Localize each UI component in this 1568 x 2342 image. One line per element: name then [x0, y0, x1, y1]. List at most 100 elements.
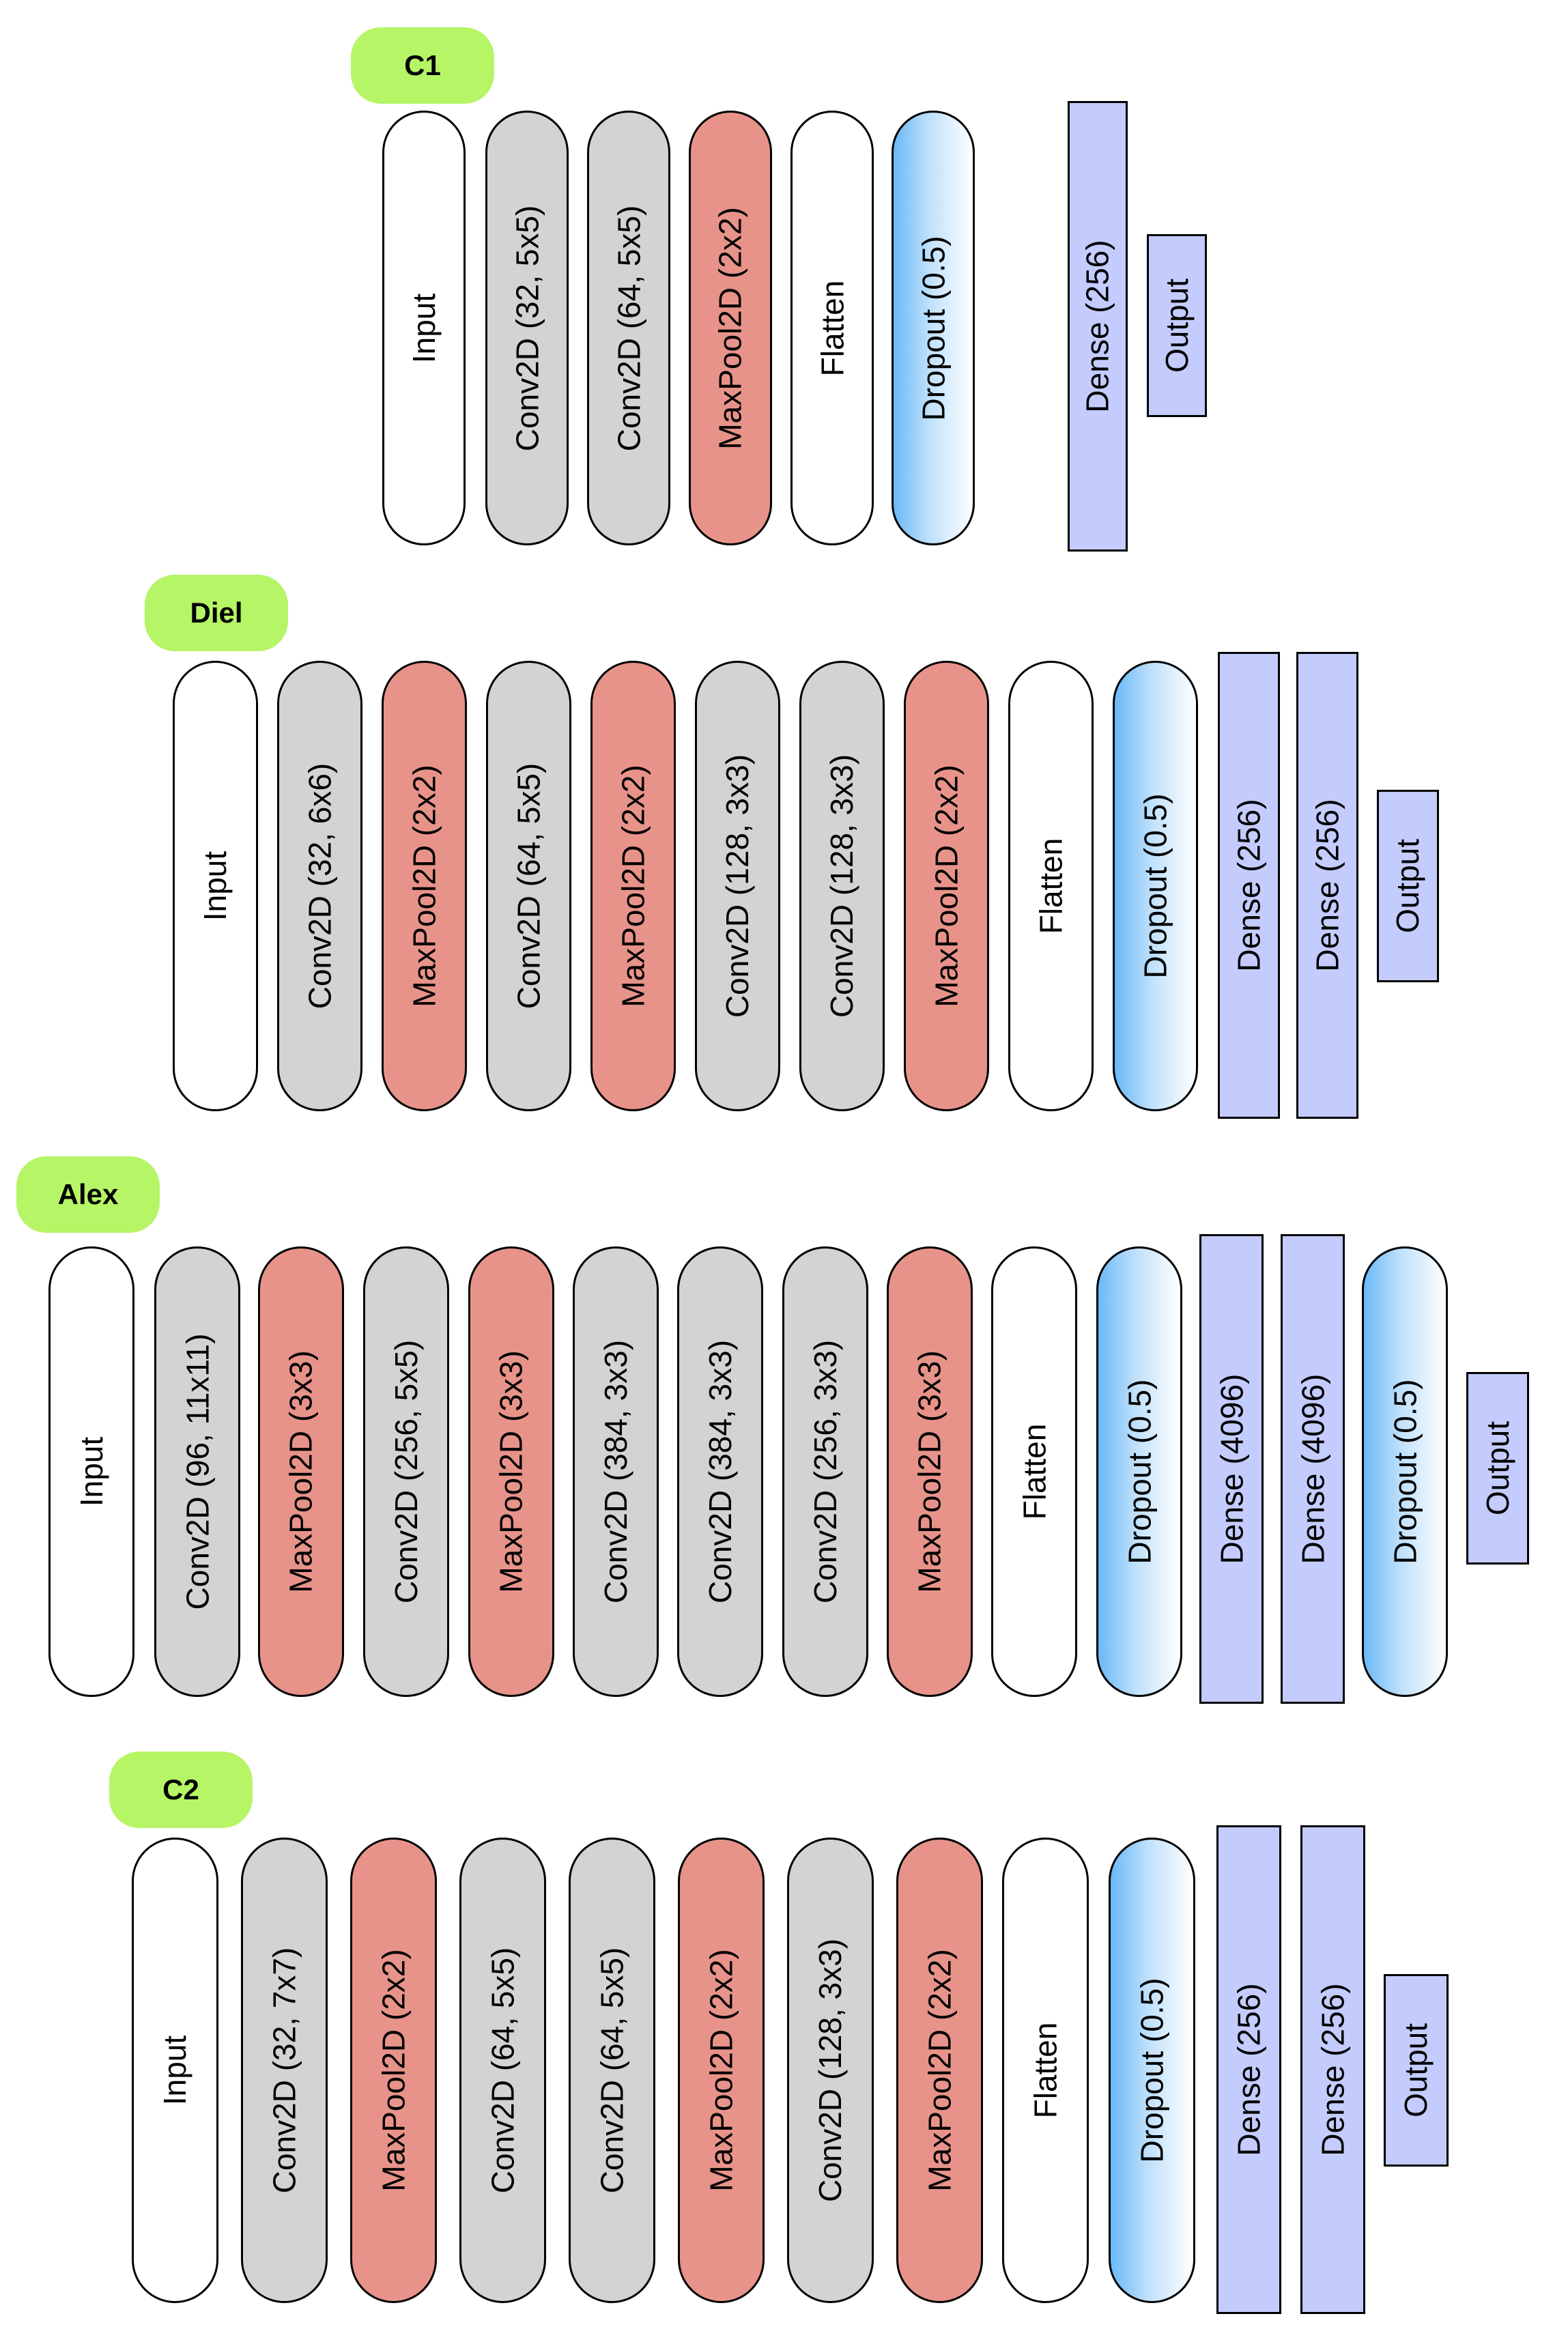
layer-c2-input: Input: [132, 1838, 218, 2303]
layer-label: Output: [1159, 278, 1195, 373]
layer-label: Dropout (0.5): [915, 235, 952, 421]
layer-c2-dense: Dense (256): [1216, 1825, 1281, 2314]
layer-label: Flatten: [1027, 2022, 1064, 2119]
layer-label: Output: [1398, 2023, 1434, 2118]
layer-alex-flatten: Flatten: [991, 1246, 1077, 1697]
layer-alex-conv: Conv2D (384, 3x3): [573, 1246, 659, 1697]
layer-c2-conv: Conv2D (64, 5x5): [459, 1838, 546, 2303]
layer-diel-dropout: Dropout (0.5): [1113, 661, 1198, 1111]
layer-alex-input: Input: [48, 1246, 134, 1697]
layer-label: Conv2D (256, 5x5): [388, 1339, 424, 1604]
layer-label: MaxPool2D (2x2): [928, 765, 965, 1008]
layer-label: Conv2D (256, 3x3): [808, 1339, 843, 1604]
layer-label: Dropout (0.5): [1387, 1379, 1423, 1565]
layer-diel-input: Input: [173, 661, 258, 1111]
layer-label: MaxPool2D (3x3): [494, 1350, 530, 1593]
layer-diel-output: Output: [1377, 790, 1439, 982]
layer-c2-conv: Conv2D (64, 5x5): [569, 1838, 655, 2303]
layer-label: MaxPool2D (2x2): [375, 1949, 412, 2192]
layer-label: Dropout (0.5): [1134, 1977, 1170, 2163]
layer-alex-conv: Conv2D (384, 3x3): [677, 1246, 763, 1697]
layer-label: Input: [157, 2035, 193, 2106]
layer-alex-output: Output: [1466, 1372, 1529, 1565]
layer-alex-pool: MaxPool2D (3x3): [887, 1246, 973, 1697]
layer-c1-conv: Conv2D (64, 5x5): [587, 111, 670, 545]
layer-label: Conv2D (32, 7x7): [266, 1947, 302, 2194]
layer-diel-conv: Conv2D (32, 6x6): [277, 661, 362, 1111]
layer-label: Dense (256): [1231, 1983, 1267, 2156]
layer-label: Dropout (0.5): [1122, 1379, 1158, 1565]
layer-label: Conv2D (64, 5x5): [485, 1947, 521, 2194]
layer-c1-pool: MaxPool2D (2x2): [689, 111, 772, 545]
layer-label: Conv2D (128, 3x3): [812, 1938, 849, 2203]
layer-c1-flatten: Flatten: [790, 111, 874, 545]
layer-label: Dropout (0.5): [1137, 793, 1173, 979]
layer-label: Dense (256): [1309, 799, 1345, 972]
network-badge-alex: Alex: [16, 1156, 160, 1233]
layer-diel-pool: MaxPool2D (2x2): [382, 661, 467, 1111]
layer-label: MaxPool2D (2x2): [713, 206, 749, 450]
layer-alex-dropout: Dropout (0.5): [1096, 1246, 1182, 1697]
layer-c1-output: Output: [1147, 234, 1207, 417]
layer-label: MaxPool2D (3x3): [283, 1350, 319, 1593]
layer-label: Output: [1480, 1420, 1515, 1516]
layer-label: Dense (4096): [1214, 1373, 1249, 1565]
layer-c2-output: Output: [1384, 1974, 1449, 2167]
layer-diel-flatten: Flatten: [1008, 661, 1094, 1111]
layer-label: Conv2D (128, 3x3): [824, 754, 860, 1018]
layer-label: Conv2D (64, 5x5): [611, 205, 646, 451]
layer-label: Input: [74, 1436, 109, 1507]
layer-label: Conv2D (96, 11x11): [180, 1333, 215, 1610]
layer-diel-conv: Conv2D (128, 3x3): [695, 661, 780, 1111]
layer-label: MaxPool2D (2x2): [922, 1949, 958, 2192]
layer-label: Conv2D (128, 3x3): [719, 754, 756, 1018]
layer-alex-conv: Conv2D (256, 3x3): [782, 1246, 868, 1697]
layer-alex-pool: MaxPool2D (3x3): [258, 1246, 344, 1697]
layer-c2-pool: MaxPool2D (2x2): [678, 1838, 765, 2303]
layer-label: MaxPool2D (3x3): [912, 1350, 948, 1593]
layer-c2-pool: MaxPool2D (2x2): [350, 1838, 437, 2303]
layer-alex-dense: Dense (4096): [1281, 1234, 1345, 1704]
network-badge-diel: Diel: [145, 575, 288, 651]
layer-c1-input: Input: [382, 111, 466, 545]
layer-label: Conv2D (384, 3x3): [598, 1339, 633, 1604]
layer-c1-dropout: Dropout (0.5): [892, 111, 975, 545]
layer-label: Flatten: [1016, 1423, 1053, 1520]
layer-c2-dropout: Dropout (0.5): [1109, 1838, 1195, 2303]
layer-alex-dense: Dense (4096): [1199, 1234, 1264, 1704]
layer-diel-conv: Conv2D (64, 5x5): [486, 661, 571, 1111]
layer-label: Conv2D (32, 6x6): [302, 762, 338, 1010]
layer-c2-conv: Conv2D (32, 7x7): [241, 1838, 328, 2303]
layer-c2-pool: MaxPool2D (2x2): [896, 1838, 983, 2303]
layer-label: Flatten: [814, 280, 851, 376]
layer-label: Conv2D (384, 3x3): [702, 1339, 738, 1604]
layer-diel-dense: Dense (256): [1296, 652, 1358, 1119]
layer-label: Input: [406, 293, 442, 363]
layer-alex-pool: MaxPool2D (3x3): [468, 1246, 554, 1697]
layer-c1-dense: Dense (256): [1068, 101, 1128, 552]
layer-label: MaxPool2D (2x2): [615, 765, 651, 1008]
layer-alex-conv: Conv2D (256, 5x5): [363, 1246, 449, 1697]
layer-diel-pool: MaxPool2D (2x2): [590, 661, 676, 1111]
layer-c1-conv: Conv2D (32, 5x5): [485, 111, 569, 545]
layer-label: Conv2D (64, 5x5): [594, 1947, 630, 2194]
layer-diel-dense: Dense (256): [1218, 652, 1280, 1119]
layer-label: Dense (256): [1080, 240, 1116, 413]
layer-label: Dense (256): [1231, 799, 1267, 972]
layer-label: MaxPool2D (2x2): [703, 1949, 739, 2192]
network-badge-c1: C1: [351, 27, 494, 104]
layer-label: Dense (256): [1315, 1983, 1351, 2156]
layer-c2-dense: Dense (256): [1300, 1825, 1365, 2314]
layer-c2-flatten: Flatten: [1002, 1838, 1089, 2303]
layer-c2-conv: Conv2D (128, 3x3): [787, 1838, 874, 2303]
layer-label: Conv2D (64, 5x5): [511, 762, 547, 1010]
layer-label: MaxPool2D (2x2): [406, 765, 442, 1008]
layer-label: Conv2D (32, 5x5): [509, 205, 545, 451]
layer-label: Flatten: [1033, 838, 1069, 934]
layer-label: Output: [1390, 838, 1426, 934]
layer-label: Dense (4096): [1295, 1373, 1330, 1565]
layer-diel-pool: MaxPool2D (2x2): [904, 661, 989, 1111]
layer-label: Input: [197, 851, 233, 922]
layer-alex-conv: Conv2D (96, 11x11): [154, 1246, 240, 1697]
